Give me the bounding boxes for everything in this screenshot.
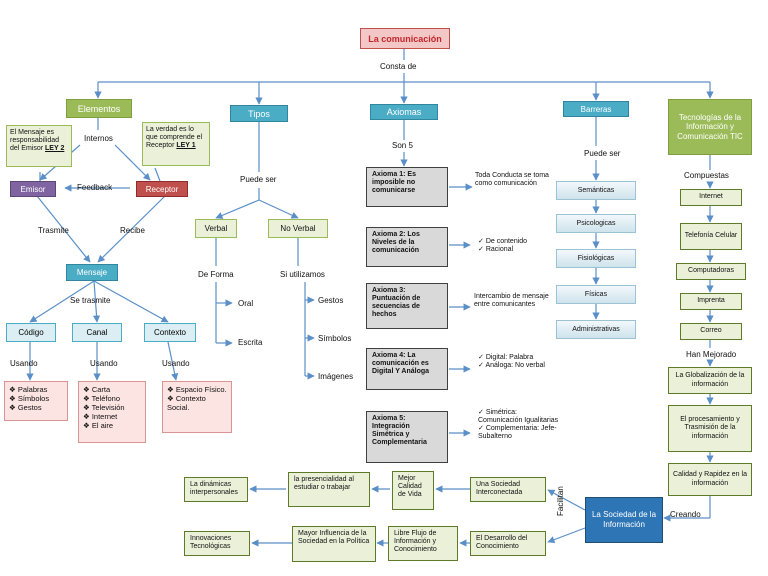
list-item: ❖ Teléfono [83, 394, 121, 403]
list-item: ✓ Análoga: No verbal [478, 362, 545, 370]
axioma-1-box: Axioma 1: Es imposible no comunicarse [366, 167, 448, 207]
sociedad-interconectada: Una Sociedad Interconectada [470, 477, 546, 502]
oral-label: Oral [238, 299, 254, 308]
mejora-procesamiento: El procesamiento y Trasmisión de la info… [668, 405, 752, 452]
barreras-header: Barreras [563, 101, 629, 117]
root-title: La comunicación [360, 28, 450, 49]
usando-label-canal: Usando [90, 359, 118, 368]
creando-label: Creando [670, 510, 701, 519]
feedback-label: Feedback [77, 183, 113, 192]
axioma-4-checks: ✓ Digital: Palabra ✓ Análoga: No verbal [478, 354, 558, 370]
emisor-box: Emisor [10, 181, 56, 197]
sociedad-box: La Sociedad de la Información [585, 497, 663, 543]
escrita-label: Escrita [238, 338, 263, 347]
se-trasmite-label: Se trasmite [70, 296, 111, 305]
tipos-puede-ser: Puede ser [240, 175, 277, 184]
list-item: ❖ Internet [83, 412, 118, 421]
tic-header: Tecnologías de la Información y Comunica… [668, 99, 752, 155]
barrera-psicologicas: Psicologicas [556, 214, 636, 233]
list-item: ❖ Espacio Físico. [167, 385, 227, 394]
mejor-calidad: Mejor Calidad de Vida [392, 471, 434, 510]
barrera-semanticas: Semánticas [556, 181, 636, 200]
barrera-fisiologicas: Fisiológicas [556, 249, 636, 268]
contexto-box: Contexto [144, 323, 196, 342]
ley2-note-text: El Mensaje es responsabilidad del Emisor [10, 129, 60, 153]
tic-telefonia: Telefonía Celular [680, 223, 742, 250]
list-item: ❖ Contexto Social. [167, 394, 206, 412]
axioma-5-box: Axioma 5: Integración Simétrica y Comple… [366, 411, 448, 463]
consta-de-label: Consta de [380, 62, 417, 71]
list-item: ❖ Televisión [83, 403, 125, 412]
ley1-label: LEY 1 [176, 142, 196, 150]
axioma-5-checks: ✓ Simétrica: Comunicación Igualitarias ✓… [478, 409, 560, 441]
list-item: ❖ Palabras [9, 385, 48, 394]
no-verbal-box: No Verbal [268, 219, 328, 238]
list-item: ❖ Símbolos [9, 394, 50, 403]
axioma-2-box: Axioma 2: Los Niveles de la comunicación [366, 227, 448, 267]
tic-computadoras: Computadoras [676, 263, 746, 280]
list-item: ✓ Complementaria: Jefe- Subalterno [478, 425, 557, 441]
axioma-3-desc: Intercambio de mensaje entre comunicante… [474, 293, 549, 309]
usando-label-codigo: Usando [10, 359, 38, 368]
presencialidad: la presencialidad al estudiar o trabajar [288, 472, 370, 507]
simbolos-label: Símbolos [318, 334, 352, 343]
son-5-label: Son 5 [392, 141, 413, 150]
list-item: ✓ Simétrica: Comunicación Igualitarias [478, 409, 559, 425]
innovaciones-tecnologicas: Innovaciones Tecnológicas [184, 531, 250, 556]
libre-flujo: Libre Flujo de Información y Conocimient… [388, 526, 458, 561]
axiomas-header: Axiomas [370, 104, 438, 120]
ley2-label: LEY 2 [45, 145, 65, 153]
mayor-influencia: Mayor Influencia de la Sociedad en la Po… [292, 526, 376, 562]
barrera-fisicas: Físicas [556, 285, 636, 304]
mejora-calidad: Calidad y Rapidez en la información [668, 463, 752, 496]
trasmite-label: Trasmite [38, 226, 69, 235]
tic-correo: Correo [680, 323, 742, 340]
mensaje-box: Mensaje [66, 264, 118, 281]
verbal-box: Verbal [195, 219, 237, 238]
list-item: ❖ Carta [83, 385, 111, 394]
ley1-note-text: La verdad es lo que comprende el Recepto… [146, 126, 203, 150]
recibe-label: Recibe [120, 226, 145, 235]
axioma-4-box: Axioma 4: La comunicación es Digital Y A… [366, 348, 448, 390]
de-forma-label: De Forma [198, 270, 234, 279]
gestos-label: Gestos [318, 296, 344, 305]
elementos-header: Elementos [66, 99, 132, 118]
list-item: ❖ El aire [83, 421, 114, 430]
receptor-box: Receptor [136, 181, 188, 197]
facilitan-label: Facilitan [556, 486, 565, 516]
contexto-items: ❖ Espacio Físico. ❖ Contexto Social. [162, 381, 232, 433]
compuestas-label: Compuestas [684, 171, 729, 180]
canal-items: ❖ Carta ❖ Teléfono ❖ Televisión ❖ Intern… [78, 381, 146, 443]
codigo-box: Código [6, 323, 56, 342]
si-utilizamos-label: Si utilizamos [280, 270, 325, 279]
imagenes-label: Imágenes [318, 372, 354, 381]
desarrollo-conocimiento: El Desarrollo del Conocimiento [470, 531, 546, 556]
axioma-1-desc: Toda Conducta se toma como comunicación [475, 172, 549, 188]
barreras-puede-ser: Puede ser [584, 149, 621, 158]
ley2-note: El Mensaje es responsabilidad del Emisor… [6, 125, 72, 167]
tipos-header: Tipos [230, 105, 288, 122]
list-item: ✓ Digital: Palabra [478, 354, 534, 361]
codigo-items: ❖ Palabras ❖ Símbolos ❖ Gestos [4, 381, 68, 421]
tic-internet: Internet [680, 189, 742, 206]
canal-box: Canal [72, 323, 122, 342]
list-item: ✓ Racional [478, 246, 514, 254]
axioma-3-box: Axioma 3: Puntuación de secuencias de he… [366, 283, 448, 329]
mejora-globalizacion: La Globalización de la información [668, 367, 752, 394]
usando-label-contexto: Usando [162, 359, 190, 368]
list-item: ✓ De contenido [478, 238, 528, 245]
tic-imprenta: Imprenta [680, 293, 742, 310]
barrera-administrativas: Administrativas [556, 320, 636, 339]
ley1-note: La verdad es lo que comprende el Recepto… [142, 122, 210, 166]
internos-label: Internos [84, 134, 113, 143]
axioma-2-checks: ✓ De contenido ✓ Racional [478, 238, 527, 254]
list-item: ❖ Gestos [9, 403, 42, 412]
han-mejorado-label: Han Mejorado [686, 350, 737, 359]
dinamicas-interpersonales: La dinámicas interpersonales [184, 477, 248, 502]
